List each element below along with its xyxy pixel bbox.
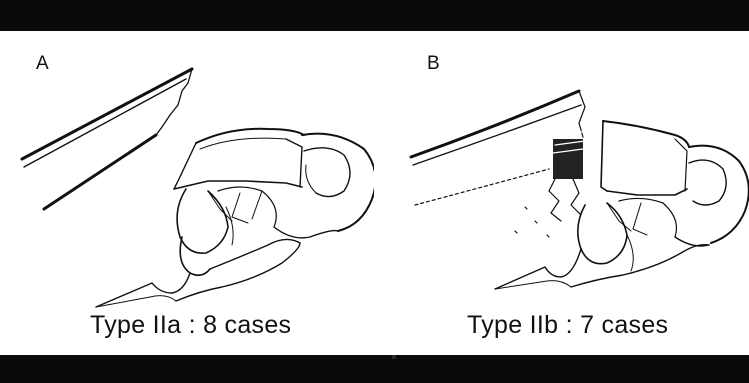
panel-a: A Type IIa : 8 cases: [0, 31, 374, 355]
panel-label-a: A: [36, 53, 49, 75]
caption-type-IIb: Type IIb : 7 cases: [467, 311, 668, 340]
bottom-band-notch: [392, 355, 396, 359]
illustration-type-IIb: [375, 31, 749, 355]
panel-b: B Type IIb : 7 cases: [375, 31, 749, 355]
bottom-black-band: [0, 355, 749, 383]
panel-label-b: B: [427, 53, 440, 75]
top-black-band: [0, 0, 749, 31]
illustration-type-IIa: [0, 31, 374, 355]
caption-type-IIa: Type IIa : 8 cases: [90, 311, 291, 340]
